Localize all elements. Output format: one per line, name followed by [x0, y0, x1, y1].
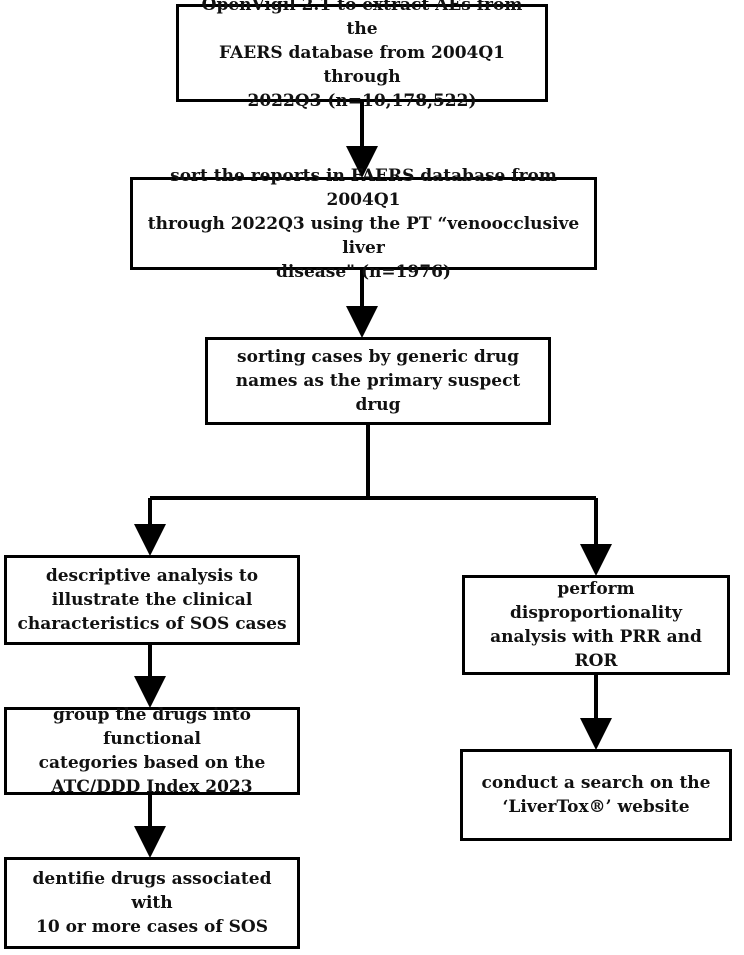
box-group-drugs-line-2: categories based on the — [38, 753, 266, 773]
box-sort-reports-line-2: through 2022Q3 using the PT “venoocclusi… — [147, 213, 580, 258]
box-sorting-cases-line-2: names as the primary suspect drug — [235, 371, 521, 415]
box-identify-drugs: dentifie drugs associated with 10 or mor… — [4, 857, 300, 949]
box-disproportionality-line-1: perform disproportionality — [510, 579, 682, 623]
box-disproportionality-line-2: analysis with PRR and — [490, 627, 702, 647]
box-livertox-line-1: conduct a search on the — [481, 773, 711, 793]
box-openvigil: OpenVigil 2.1 to extract AEs from the FA… — [176, 0, 548, 111]
box-descriptive-line-3: characteristics of SOS cases — [17, 614, 287, 634]
box-identify-drugs-line-2: 10 or more cases of SOS — [36, 917, 268, 937]
box-openvigil-line-2: FAERS database from 2004Q1 through — [219, 43, 505, 87]
box-sorting-cases-line-1: sorting cases by generic drug — [237, 347, 519, 367]
box-descriptive-analysis: descriptive analysis to illustrate the c… — [4, 555, 300, 645]
box-livertox-line-2: ‘LiverTox®’ website — [502, 797, 690, 817]
box-identify-drugs-line-1: dentifie drugs associated with — [32, 869, 272, 913]
box-sorting-cases: sorting cases by generic drug names as t… — [205, 337, 551, 425]
box-group-drugs-line-3: ATC/DDD Index 2023 — [51, 777, 253, 797]
box-sort-reports: sort the reports in FAERS database from … — [130, 166, 597, 282]
box-sort-reports-line-3: disease" (n=1976) — [276, 261, 451, 282]
box-descriptive-line-1: descriptive analysis to — [45, 566, 259, 586]
box-descriptive-line-2: illustrate the clinical — [51, 590, 253, 610]
box-openvigil-line-3: 2022Q3 (n=10,178,522) — [247, 91, 477, 111]
box-group-drugs: group the drugs into functional categori… — [4, 705, 300, 797]
box-disproportionality-line-3: ROR — [574, 651, 618, 671]
box-livertox: conduct a search on the ‘LiverTox®’ webs… — [460, 749, 732, 841]
box-sort-reports-line-1: sort the reports in FAERS database from … — [170, 165, 557, 210]
box-disproportionality: perform disproportionality analysis with… — [462, 575, 730, 675]
box-openvigil-line-1: OpenVigil 2.1 to extract AEs from the — [201, 0, 523, 39]
box-group-drugs-line-1: group the drugs into functional — [53, 705, 251, 749]
